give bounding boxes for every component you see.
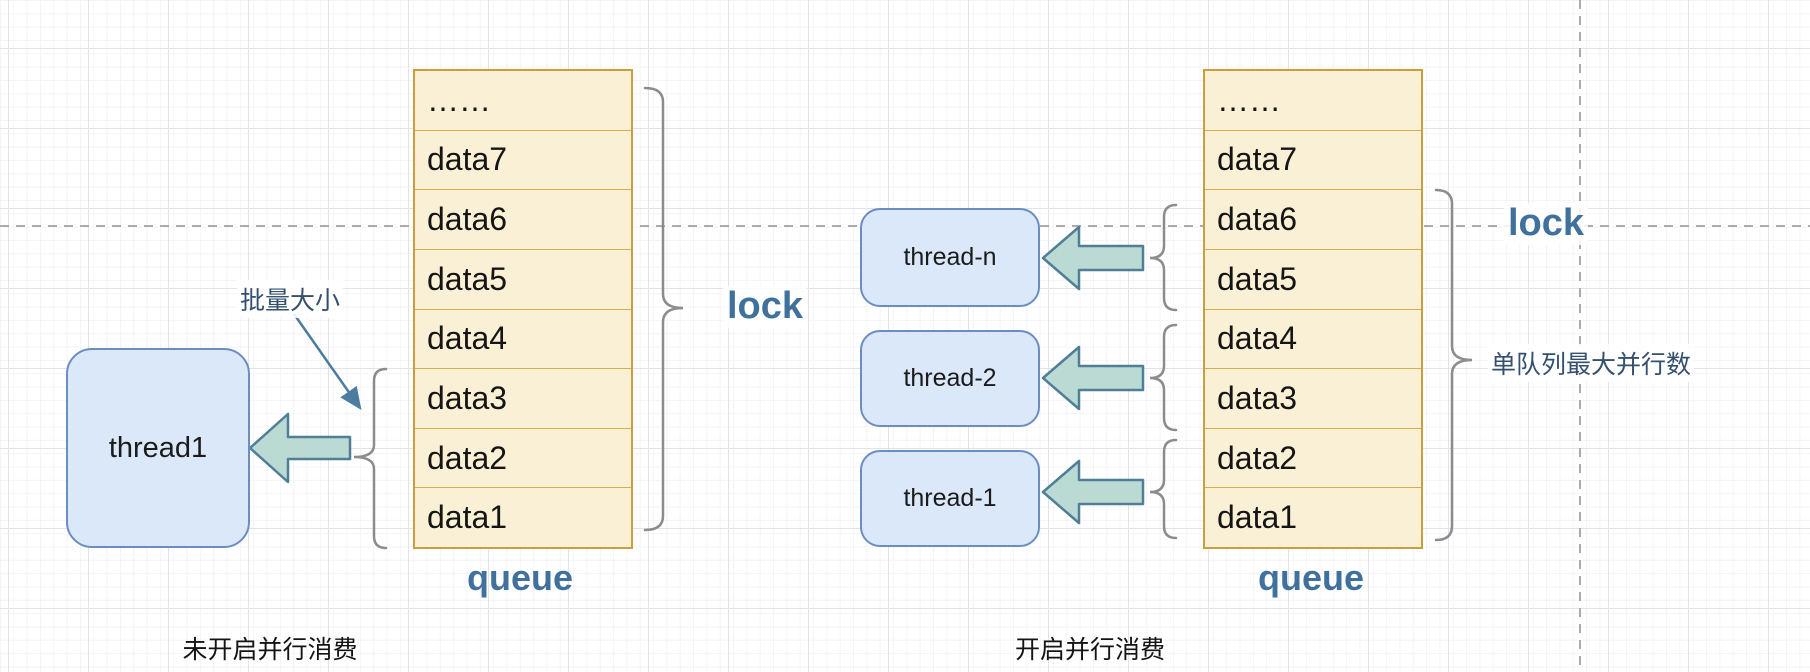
- thread-1-box: thread-1: [860, 450, 1040, 547]
- batch-size-brace: [353, 367, 388, 550]
- right-queue: …… data7 data6 data5 data4 data3 data2 d…: [1203, 69, 1423, 549]
- thread-2-brace: [1149, 323, 1178, 432]
- left-queue-label: queue: [466, 557, 574, 598]
- left-queue-cell: data3: [415, 368, 631, 428]
- left-queue-cell: data1: [415, 487, 631, 547]
- consume-arrow-icon: [1041, 225, 1145, 291]
- right-queue-cell: data1: [1205, 487, 1421, 547]
- right-lock-label: lock: [1503, 202, 1589, 245]
- thread-1-label: thread-1: [903, 484, 997, 512]
- thread1-label: thread1: [108, 431, 208, 464]
- left-queue-cell: data5: [415, 248, 631, 309]
- consume-arrow-icon: [1041, 459, 1145, 525]
- left-queue-cell: data2: [415, 427, 631, 488]
- right-queue-cell: ……: [1217, 81, 1281, 118]
- thread-n-box: thread-n: [860, 208, 1040, 307]
- thread-2-label: thread-2: [903, 364, 997, 392]
- right-queue-cell: data7: [1205, 129, 1421, 190]
- left-queue: …… data7 data6 data5 data4 data3 data2 d…: [413, 69, 633, 549]
- thread-n-brace: [1149, 203, 1178, 312]
- right-queue-cell: data5: [1205, 248, 1421, 309]
- right-caption: 开启并行消费: [1014, 636, 1166, 664]
- max-parallel-brace: [1434, 188, 1473, 542]
- right-queue-cell: data4: [1205, 308, 1421, 369]
- right-queue-label: queue: [1257, 557, 1365, 598]
- batch-size-label: 批量大小: [236, 280, 344, 318]
- right-queue-cell: data6: [1205, 189, 1421, 249]
- left-queue-cell: data6: [415, 189, 631, 249]
- left-lock-brace: [643, 86, 684, 532]
- thread-2-box: thread-2: [860, 330, 1040, 427]
- thread-n-label: thread-n: [903, 243, 997, 271]
- consume-arrow-icon: [248, 412, 352, 484]
- consume-arrow-icon: [1041, 345, 1145, 411]
- batch-size-arrow: [292, 313, 362, 411]
- left-queue-cell: ……: [427, 81, 491, 118]
- thread1-box: thread1: [66, 348, 250, 548]
- max-parallel-label: 单队列最大并行数: [1488, 344, 1695, 382]
- left-lock-label: lock: [722, 285, 808, 328]
- right-queue-cell: data2: [1205, 427, 1421, 488]
- left-caption: 未开启并行消费: [182, 636, 358, 664]
- left-queue-cell: data4: [415, 308, 631, 369]
- thread-1-brace: [1149, 438, 1178, 540]
- left-queue-cell: data7: [415, 129, 631, 190]
- right-queue-cell: data3: [1205, 368, 1421, 428]
